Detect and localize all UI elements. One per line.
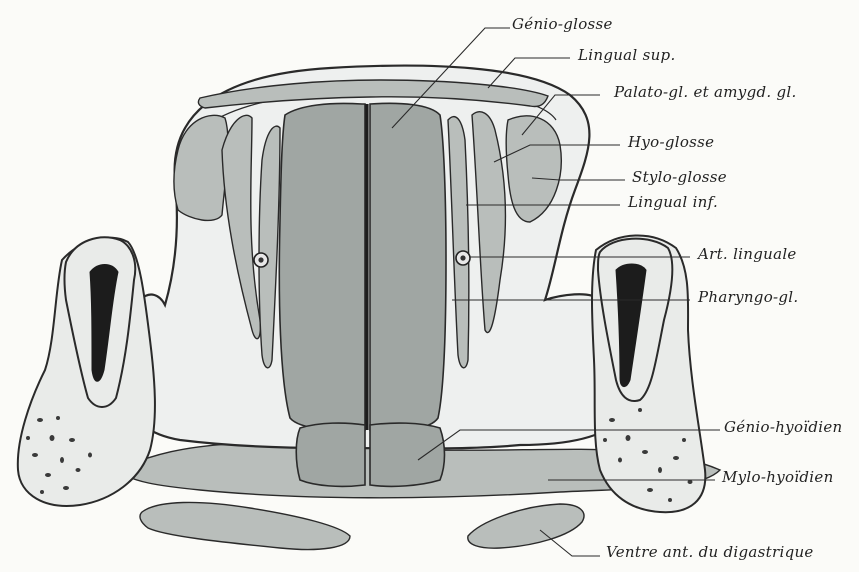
genio-glosse-right [370, 103, 446, 430]
label-stylo-glosse: Stylo-glosse [632, 168, 727, 186]
label-genio-hyoidien: Génio-hyoïdien [724, 418, 843, 436]
label-hyo-glosse: Hyo-glosse [628, 133, 714, 151]
label-lingual-sup: Lingual sup. [578, 46, 676, 64]
genio-hyoidien-left [296, 423, 365, 486]
label-ventre-digastrique: Ventre ant. du digastrique [606, 543, 814, 561]
label-pharyngo-gl: Pharyngo-gl. [698, 288, 798, 306]
label-lingual-inf: Lingual inf. [628, 193, 718, 211]
art-linguale-right-core [460, 255, 465, 260]
digastrique-right [468, 504, 584, 548]
genio-hyoidien-right [370, 423, 445, 486]
label-mylo-hyoidien: Mylo-hyoïdien [722, 468, 834, 486]
label-palato-gl: Palato-gl. et amygd. gl. [614, 83, 797, 101]
label-genio-glosse: Génio-glosse [512, 15, 613, 33]
label-art-linguale: Art. linguale [698, 245, 797, 263]
genio-glosse-left [279, 103, 365, 430]
art-linguale-left-core [258, 257, 263, 262]
digastrique-left [140, 502, 350, 549]
palato-glosse-left [174, 115, 228, 220]
